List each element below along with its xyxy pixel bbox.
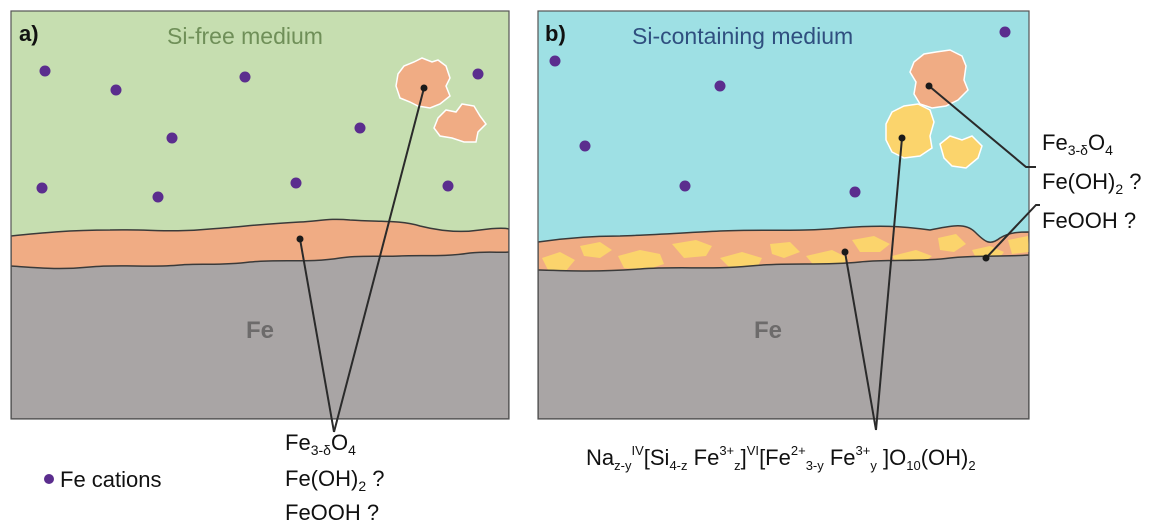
fe-cation-dot [472,68,484,80]
fe-cation-dot [152,191,164,203]
marker-dot [925,82,933,90]
panel-a-tag: a) [19,21,39,46]
annotation-a-line3: FeOOH ? [285,500,379,525]
fe-cation-dot [849,186,861,198]
oxide-particle-a2 [433,103,487,143]
marker-dot [898,134,906,142]
marker-dot [841,248,849,256]
fe-cation-dot [679,180,691,192]
panel-a-border [10,10,510,420]
panel-b-fe-label: Fe [754,317,782,344]
marker-dot [420,84,428,92]
annotation-b: Fe3-δO4 Fe(OH)2 ? FeOOH ? [1042,130,1141,233]
panel-b: b) Si-containing medium Fe [538,11,1029,419]
nontronite-formula: Naz-yIV[Si4-z Fe3+z]VI[Fe2+3-y Fe3+y ]O1… [586,443,976,473]
leader-b-layer [844,251,877,431]
fe-cation-dot [239,71,251,83]
annotation-b-line3: FeOOH ? [1042,208,1136,233]
leader-lines [299,85,1040,433]
panel-a: a) Si-free medium Fe [11,11,509,419]
oxide-particle-b1 [909,49,969,109]
panel-b-medium-label: Si-containing medium [632,23,853,49]
annotation-a: Fe3-δO4 Fe(OH)2 ? FeOOH ? [285,430,384,525]
fe-cation-dot [442,180,454,192]
iron-substrate-b [538,254,1029,419]
leader-markers [296,82,990,262]
panel-a-fe-label: Fe [246,317,274,344]
marker-dot [296,235,304,243]
fe-cation-dot [354,122,366,134]
leader-b-orange-particle [928,85,1036,168]
leader-b-layer-right [985,204,1040,259]
fe-cation-dot [36,182,48,194]
fe-cation-dot [166,132,178,144]
fe-cation-dot [579,140,591,152]
fe-cation-dot [549,55,561,67]
leader-b-yellow-particle [875,137,903,431]
legend-label: Fe cations [60,467,162,492]
annotation-b-line2: Fe(OH)2 ? [1042,169,1141,197]
annotation-b-line1: Fe3-δO4 [1042,130,1113,158]
fe-cation-dot [714,80,726,92]
iron-substrate-a [11,251,509,419]
oxide-particle-b2 [885,103,935,159]
annotation-a-line1: Fe3-δO4 [285,430,356,458]
yellow-phase-patches [542,234,1029,272]
panel-a-medium-label: Si-free medium [167,23,323,49]
leader-a-particle [333,87,425,433]
panel-b-tag: b) [545,21,566,46]
purple-dot-icon [44,474,54,484]
panel-b-border [537,10,1030,420]
marker-dot [982,254,990,262]
leader-a-layer [299,238,335,433]
legend: Fe cations [44,467,162,492]
oxide-particle-b3 [939,135,983,169]
fe-cations-a [36,65,484,203]
fe-cations-b [549,26,1011,198]
annotation-a-line2: Fe(OH)2 ? [285,466,384,494]
fe-cation-dot [290,177,302,189]
oxide-particle-a1 [395,57,451,109]
fe-cation-dot [110,84,122,96]
fe-cation-dot [39,65,51,77]
fe-cation-dot [999,26,1011,38]
